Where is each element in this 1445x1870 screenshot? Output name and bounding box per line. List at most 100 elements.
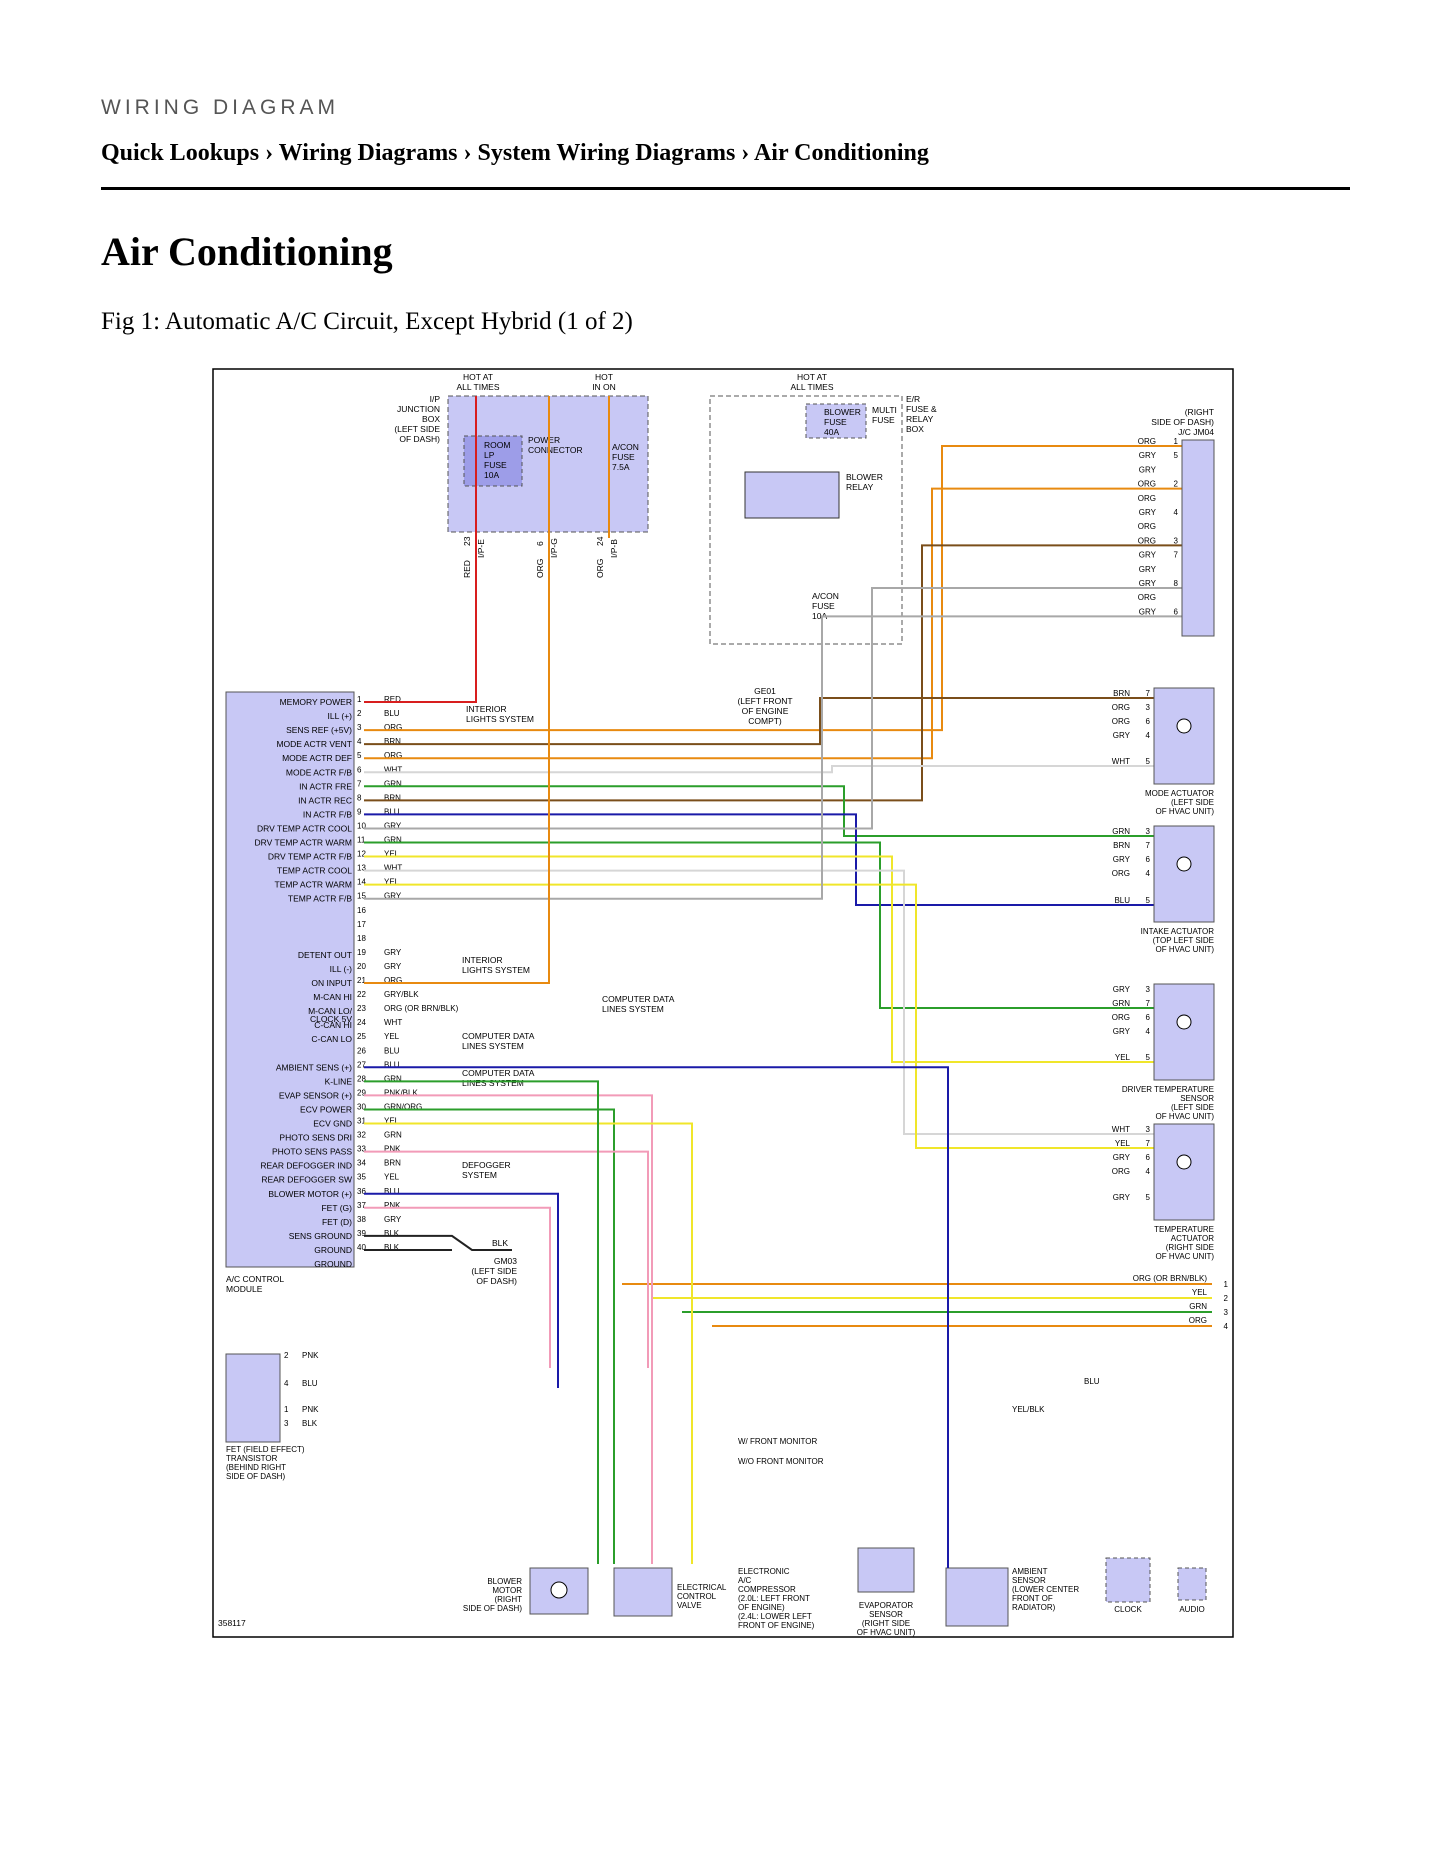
pin-number: 30	[357, 1102, 366, 1111]
module-wire	[364, 538, 550, 984]
module-wire	[364, 785, 1172, 837]
wire-color-label: GRY	[1139, 451, 1157, 460]
pin-number: 36	[357, 1187, 366, 1196]
wire-color-label: ORG	[384, 723, 402, 732]
pin-number: 3	[1146, 1125, 1151, 1134]
module-pin-label: GROUND	[314, 1259, 352, 1269]
pin-number: 26	[357, 1046, 366, 1055]
page-title: Air Conditioning	[101, 229, 393, 274]
pin-number: 3	[1174, 536, 1179, 545]
pin-number: 4	[1146, 869, 1151, 878]
wire-color-label: YEL	[1115, 1139, 1131, 1148]
pin-number: 7	[1146, 999, 1151, 1008]
pin-number: 28	[357, 1074, 366, 1083]
wire-color-label: WHT	[384, 864, 402, 873]
wire-color-label: GRY	[1139, 465, 1157, 474]
module-wire	[364, 587, 1182, 830]
module-wire	[364, 1080, 599, 1564]
actuator-box	[1153, 687, 1215, 785]
wire-color-label: GRY	[1113, 1193, 1131, 1202]
wire-color-label: ORG	[1112, 703, 1130, 712]
wire-color-label: YEL	[384, 878, 400, 887]
module-pin-label: K-LINE	[325, 1076, 353, 1086]
pin-number: 6	[1146, 717, 1151, 726]
breadcrumb[interactable]: Quick Lookups › Wiring Diagrams › System…	[101, 140, 929, 166]
wire-color-label: GRY	[1113, 1027, 1131, 1036]
wire-color-label: GRN	[384, 779, 402, 788]
evaporator-sensor	[857, 1547, 915, 1593]
wire-color-label: ORG	[1138, 480, 1156, 489]
wire-color-label: GRY	[384, 1215, 402, 1224]
pin-number: 1	[357, 695, 362, 704]
room-lp-fuse	[463, 435, 523, 487]
module-pin-label: MODE ACTR VENT	[276, 739, 352, 749]
pin-number: 12	[357, 850, 366, 859]
wire-color-label: ORG	[1112, 1013, 1130, 1022]
pin-number: 1	[284, 1405, 289, 1414]
module-pin-label: REAR DEFOGGER SW	[261, 1175, 352, 1185]
module-pin-label: TEMP ACTR F/B	[288, 894, 352, 904]
wire-color-label: BRN	[384, 1159, 401, 1168]
pin-number: 16	[357, 906, 366, 915]
wire-color-label: PNK	[384, 1145, 401, 1154]
pin-number: 5	[357, 751, 362, 760]
wire-color-label: GRN/ORG	[384, 1102, 422, 1111]
pin-number: 3	[1146, 827, 1151, 836]
pin-number: 27	[357, 1060, 366, 1069]
motor-icon	[1176, 1014, 1192, 1030]
module-wire	[364, 1066, 949, 1568]
wire-color-label: BLU	[384, 709, 400, 718]
pin-number: 4	[284, 1379, 289, 1388]
pin-number: 22	[357, 990, 366, 999]
wire-color-label: PNK/BLK	[384, 1088, 418, 1097]
pin-number: 8	[1174, 579, 1179, 588]
module-pin-label: MODE ACTR F/B	[286, 767, 352, 777]
module-pin-label: PHOTO SENS DRI	[279, 1133, 352, 1143]
wire-color-label: ORG (OR BRN/BLK)	[384, 1004, 459, 1013]
module-pin-label: PHOTO SENS PASS	[272, 1147, 352, 1157]
pin-number: 3	[1146, 703, 1151, 712]
wire-color-label: GRY	[1139, 508, 1157, 517]
module-wire	[364, 544, 1182, 802]
pin-number: 15	[357, 892, 366, 901]
wire-color-label: ORG	[384, 976, 402, 985]
pin-number: 1	[1224, 1280, 1229, 1289]
wire-color-label: GRN	[384, 1131, 402, 1140]
motor-icon	[1176, 856, 1192, 872]
pin-number: 5	[1146, 1193, 1151, 1202]
wire-color-label: BLK	[384, 1229, 400, 1238]
wire-color-label: WHT	[384, 1018, 402, 1027]
module-pin-label: ILL (-)	[330, 964, 353, 974]
module-pin-label: FET (D)	[322, 1217, 352, 1227]
wire-color-label: WHT	[384, 765, 402, 774]
wire-color-label: GRN	[384, 836, 402, 845]
fet-label: FET (FIELD EFFECT)TRANSISTOR(BEHIND RIGH…	[226, 1445, 305, 1481]
module-wire	[364, 1122, 693, 1564]
pin-number: 4	[357, 737, 362, 746]
pin-number: 8	[357, 793, 362, 802]
wire-color-label: GRY	[384, 892, 402, 901]
wire-color-label: GRY	[384, 962, 402, 971]
wire-color-label: GRN	[1112, 999, 1130, 1008]
pin-number: 6	[1146, 1153, 1151, 1162]
audio-label: AUDIO	[1179, 1605, 1204, 1614]
wire-color-label: WHT	[1112, 757, 1130, 766]
wire-color-label: BLK	[492, 1238, 508, 1248]
wire-color-label: RED	[384, 695, 401, 704]
pin-number: 3	[1146, 985, 1151, 994]
pin-number: 5	[1146, 757, 1151, 766]
module-pin-label: REAR DEFOGGER IND	[260, 1161, 352, 1171]
pin-number: 39	[357, 1229, 366, 1238]
wire-color-label: BLK	[384, 1243, 400, 1252]
pin-number: 2	[284, 1351, 289, 1360]
pin-number: 5	[1174, 451, 1179, 460]
module-pin-label: M-CAN LO/CLOCK 5V	[308, 1006, 353, 1024]
wire-color-label: ORG	[1138, 437, 1156, 446]
